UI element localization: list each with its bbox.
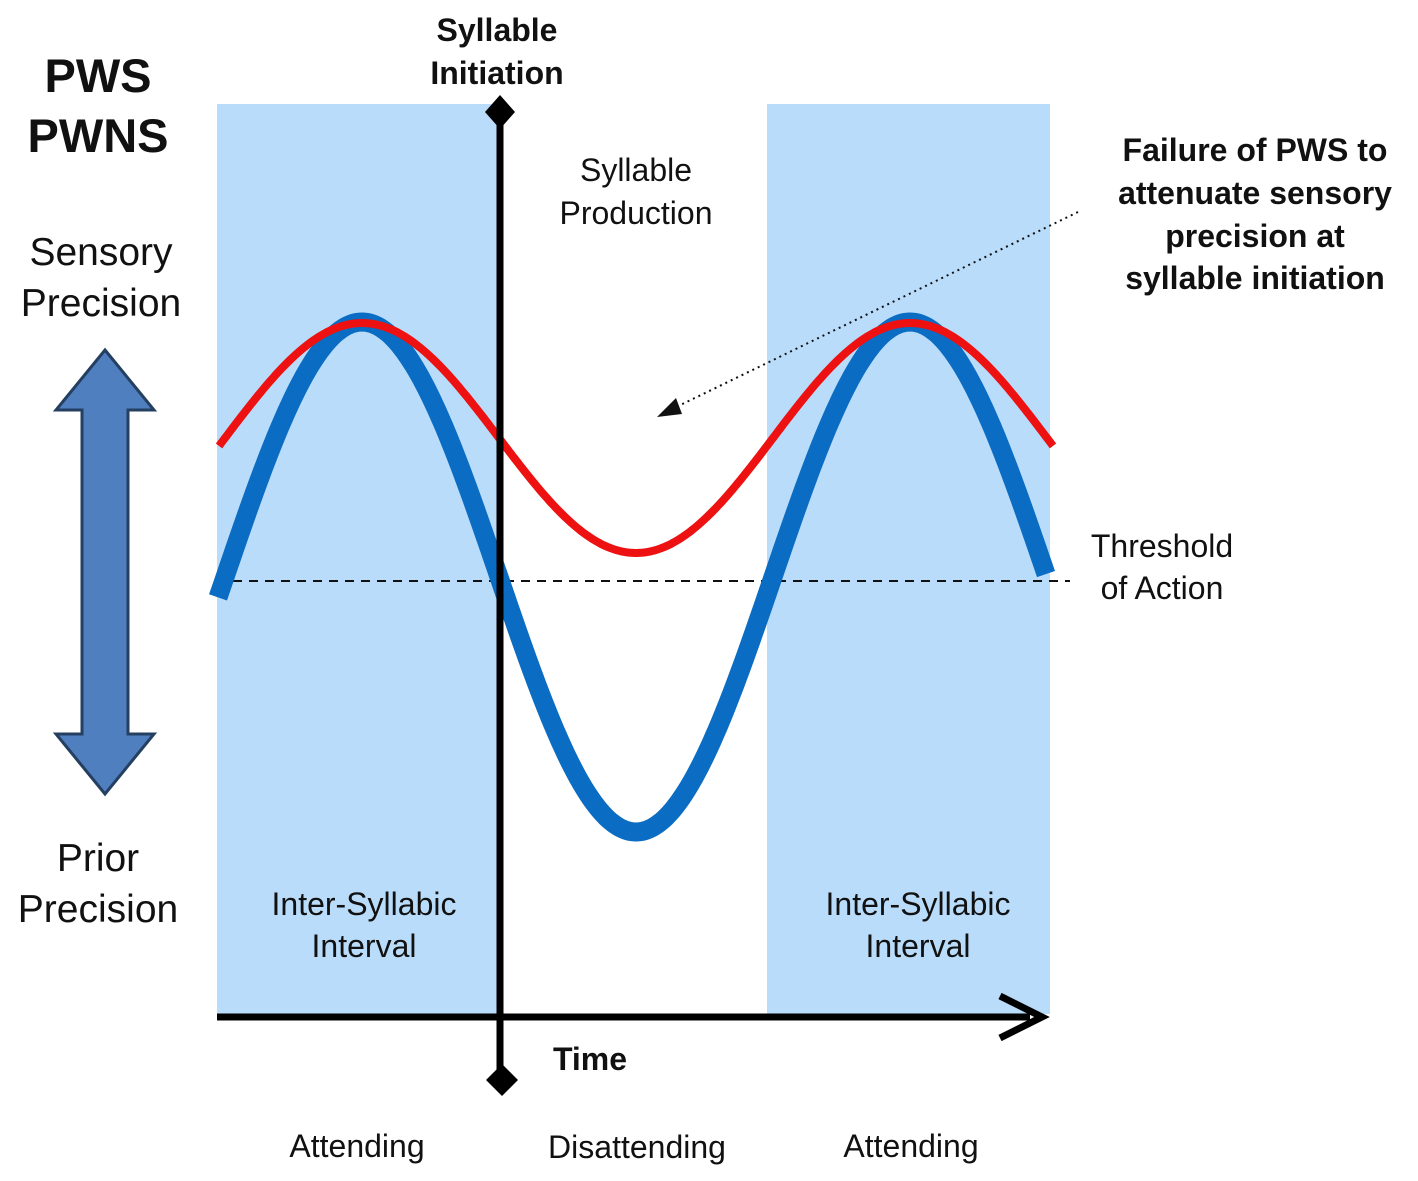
initiation-line-bottom-diamond xyxy=(486,1064,518,1096)
legend-pwns: PWNS xyxy=(28,109,169,162)
sensory-precision-label-line2: Precision xyxy=(21,282,181,325)
syllable-initiation-label-line2: Initiation xyxy=(430,55,563,91)
sensory-precision-label-line1: Sensory xyxy=(29,231,173,274)
threshold-label-line2: of Action xyxy=(1101,570,1224,606)
phase-attending-left: Attending xyxy=(289,1128,424,1164)
prior-precision-label-line2: Precision xyxy=(18,888,178,931)
syllable-production-label-line1: Syllable xyxy=(580,152,692,188)
interval-left-label-line1: Inter-Syllabic xyxy=(272,886,457,922)
failure-note-line2: attenuate sensory xyxy=(1118,175,1392,211)
phase-disattending: Disattending xyxy=(548,1129,726,1165)
failure-note-line4: syllable initiation xyxy=(1125,260,1385,296)
initiation-line-top-diamond xyxy=(485,95,515,129)
prior-precision-label-line1: Prior xyxy=(57,837,139,880)
interval-right-label-line1: Inter-Syllabic xyxy=(826,886,1011,922)
time-axis-label: Time xyxy=(553,1041,627,1077)
pws-curve xyxy=(215,319,1057,557)
failure-annotation-arrow xyxy=(665,211,1079,413)
phase-attending-right: Attending xyxy=(843,1128,978,1164)
inter-syllabic-region-right xyxy=(767,104,1050,1014)
legend-pws: PWS xyxy=(44,49,151,102)
interval-left-label-line2: Interval xyxy=(312,928,417,964)
time-axis-arrowhead xyxy=(998,992,1050,1042)
precision-double-arrow xyxy=(52,347,158,797)
interval-right-label-line2: Interval xyxy=(866,928,971,964)
threshold-label-line1: Threshold xyxy=(1091,528,1233,564)
failure-note-line3: precision at xyxy=(1165,218,1345,254)
syllable-production-label-line2: Production xyxy=(560,195,713,231)
inter-syllabic-region-left xyxy=(217,104,500,1014)
syllable-initiation-label-line1: Syllable xyxy=(437,12,558,48)
failure-annotation-arrowhead xyxy=(657,398,682,417)
failure-note-line1: Failure of PWS to xyxy=(1123,132,1388,168)
